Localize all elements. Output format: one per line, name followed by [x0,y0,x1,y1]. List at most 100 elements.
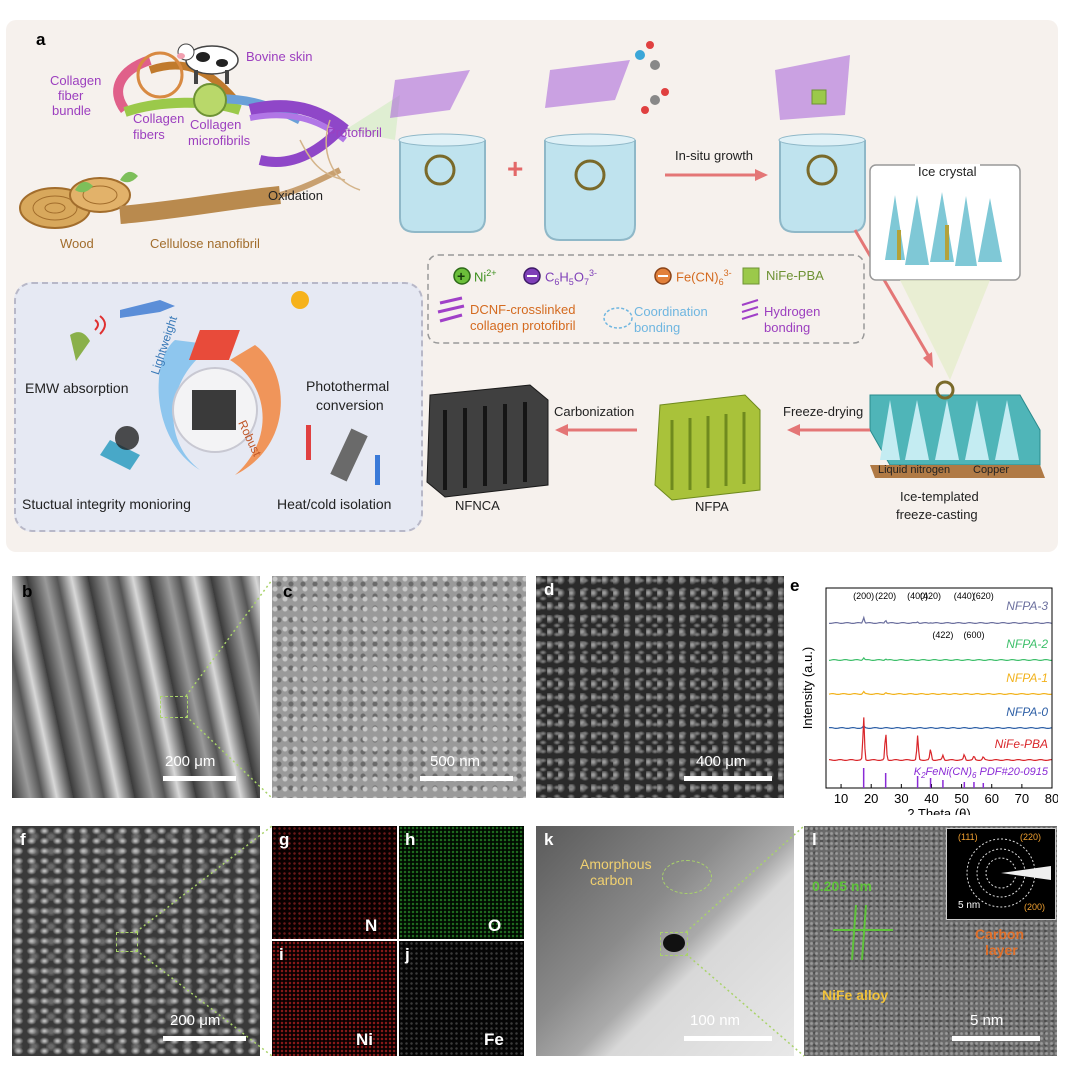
series-label-3: NFPA-0 [1006,705,1048,719]
panel-g-letter: g [279,830,290,849]
applications-icons [70,291,380,485]
panel-h-map [399,826,524,939]
app-heat-cold: Heat/cold isolation [277,496,392,512]
beaker-1 [398,133,486,233]
panel-f-scalebar [163,1036,246,1041]
wood-icon [19,119,361,229]
legend-dcnf-2: collagen protofibril [470,318,576,333]
panel-d-scalebar [684,776,772,781]
label-ice-templated-2: freeze-casting [896,507,978,522]
panel-l-image [804,826,1057,1056]
label-nfnca: NFNCA [455,498,500,513]
k-annotation-1: Amorphous [580,856,652,872]
legend-citrate: C6H5O73- [545,268,597,287]
panel-k-zoom-box [660,932,688,956]
panel-i-letter: i [279,945,284,964]
label-in-situ-growth: In-situ growth [675,148,754,163]
x-tick-label: 10 [834,791,848,806]
panel-l-letter: l [812,830,817,849]
schematic-illustration: + + [19,41,1045,501]
app-structural: Stuctual integrity monioring [22,496,191,512]
eds-ni-label: Ni [356,1030,373,1049]
saed-220: (220) [1020,832,1042,842]
label-freeze-drying: Freeze-drying [783,404,864,419]
ref-label: K2FeNi(CN)6 PDF#20-0915 [914,766,1049,780]
peak-label: (620) [973,591,994,601]
x-tick-label: 40 [924,791,938,806]
peak-label: (422) [932,630,953,640]
lattice-fringe-marker [833,904,893,961]
panel-a-letter: a [36,30,46,49]
peak-label: (200) [853,591,874,601]
ice-crystal-icon [885,192,1002,266]
eds-fe-label: Fe [484,1030,504,1049]
panel-l-scalebar [952,1036,1040,1041]
series-line-0 [828,615,1052,625]
label-cellulose-nanofibril: Cellulose nanofibril [150,236,260,251]
panel-c-letter: c [283,582,293,601]
panel-b-zoom-box [160,696,188,718]
legend-citrate-h: H [559,269,569,285]
panel-b-letter: b [22,582,33,601]
legend-citrate-sub-5: 5 [568,276,574,287]
panel-d-image [536,576,784,798]
label-oxidation: Oxidation [268,188,323,203]
label-ice-templated-1: Ice-templated [900,489,979,504]
panel-k-scale-text: 100 nm [690,1012,741,1029]
legend-pba: NiFe-PBA [766,268,824,283]
app-photothermal-1: Photothermal [306,378,390,394]
app-photothermal-2: conversion [316,397,384,413]
panel-c-image [272,576,526,798]
panel-f-image [12,826,260,1056]
saed-rings [966,838,1051,908]
peak-label: (440) [954,591,975,601]
label-collagen-microfibrils-1: Collagen [190,117,242,132]
panel-c-scale-text: 500 nm [430,753,481,770]
x-tick-label: 80 [1045,791,1058,806]
freeze-cast-block [869,380,1045,478]
zoom-connectors [135,579,805,1057]
legend-citrate-o: O [573,269,584,285]
panel-k-letter: k [544,830,554,849]
beaker-3 [778,133,866,233]
legend-citrate-sub-6: 6 [554,276,560,287]
series-line-2 [828,690,1052,695]
series-line-1 [828,656,1052,662]
l-dspacing: 0.205 nm [812,878,872,894]
x-tick-label: 60 [984,791,998,806]
peak-label: (220) [875,591,896,601]
peak-label: (420) [920,591,941,601]
x-tick-label: 30 [894,791,908,806]
nanoparticle [663,934,685,952]
panel-b-scalebar [163,776,236,781]
label-nfpa: NFPA [695,499,729,514]
saed-111: (111) [958,832,978,842]
panel-g-map [272,826,397,939]
panel-k-scalebar [684,1036,772,1041]
label-carbonization: Carbonization [554,404,635,419]
x-axis-label: 2 Theta (θ) [907,806,970,815]
panel-f-scale-text: 200 μm [170,1012,221,1029]
panel-c-scalebar [420,776,513,781]
peak-label: (400) [907,591,928,601]
label-protofibril: Protofibril [327,125,382,140]
panel-b-scale-text: 200 μm [165,753,216,770]
panel-d-letter: d [544,580,555,599]
label-copper: Copper [973,464,1010,476]
legend-hydrogen-2: bonding [764,320,811,335]
app-emw: EMW absorption [25,380,129,396]
panel-j-map [399,941,524,1056]
label-wood: Wood [60,236,94,251]
panel-e-letter: e [790,576,800,595]
legend-citrate-sup: 3- [588,268,597,278]
plot-frame [825,587,1053,789]
label-liquid-nitrogen: Liquid nitrogen [878,464,951,476]
x-tick-label: 20 [864,791,878,806]
legend-ni: Ni2+ [474,268,497,284]
panel-d-scale-text: 400 μm [696,753,747,770]
legend-fecn-sub: 6 [718,276,724,287]
eds-n-label: N [365,916,378,935]
x-tick-label: 50 [954,791,968,806]
label-collagen-fiber-bundle-2: fiber [58,88,84,103]
